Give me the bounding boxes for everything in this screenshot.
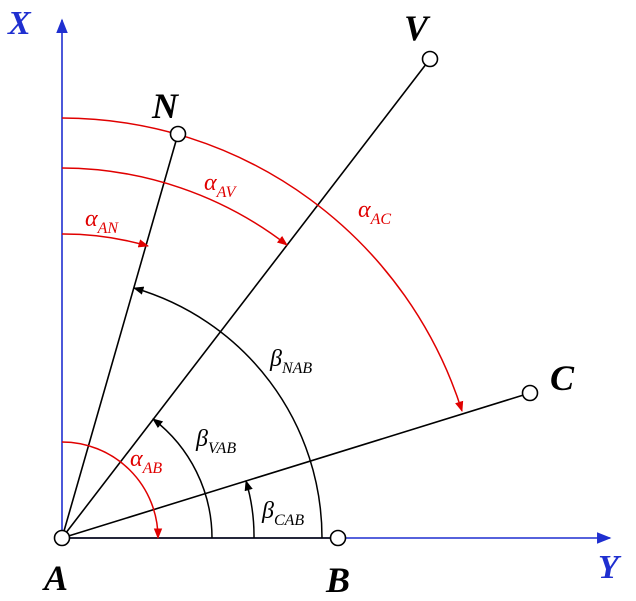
- ray-AN: [61, 133, 179, 539]
- ray-AC: [61, 392, 531, 539]
- label-alpha-AB: αAB: [130, 446, 162, 477]
- alpha-AC-subscript: AC: [370, 211, 392, 228]
- y-axis-label: Y: [598, 549, 622, 586]
- point-N-label: N: [151, 86, 180, 126]
- label-beta-VAB: βVAB: [195, 426, 236, 457]
- alpha-symbol: α: [85, 206, 98, 232]
- alpha-symbol: α: [130, 446, 143, 472]
- label-alpha-AV: αAV: [204, 170, 238, 201]
- point-V-marker: [421, 50, 439, 68]
- label-beta-CAB: βCAB: [261, 498, 304, 529]
- point-B-label: B: [325, 560, 350, 600]
- arc-beta-NAB: [132, 286, 323, 539]
- point-C-marker: [521, 384, 539, 402]
- alpha-AN-subscript: AN: [97, 220, 120, 237]
- arc-alpha-AV: [61, 167, 288, 246]
- beta-VAB-subscript: VAB: [208, 440, 236, 457]
- arc-alpha-AC: [61, 117, 464, 413]
- label-beta-NAB: βNAB: [269, 346, 312, 377]
- arc-alpha-AN: [61, 233, 150, 248]
- arc-alpha-AB: [61, 441, 163, 540]
- point-N-marker: [169, 125, 187, 143]
- alpha-AB-subscript: AB: [142, 460, 163, 477]
- point-C-label: C: [550, 358, 575, 398]
- beta-NAB-subscript: NAB: [281, 360, 312, 377]
- alpha-symbol: α: [358, 197, 371, 223]
- point-B-marker: [329, 529, 347, 547]
- point-A-marker: [53, 529, 71, 547]
- alpha-AV-subscript: AV: [216, 184, 238, 201]
- arc-beta-VAB: [152, 418, 213, 539]
- point-V-label: V: [404, 8, 431, 48]
- point-A-label: A: [42, 558, 68, 598]
- beta-symbol: β: [261, 498, 274, 524]
- arc-beta-CAB: [244, 479, 255, 539]
- x-axis-label: X: [7, 5, 32, 42]
- alpha-symbol: α: [204, 170, 217, 196]
- ray-AV: [61, 58, 431, 539]
- label-alpha-AC: αAC: [358, 197, 391, 228]
- label-alpha-AN: αAN: [85, 206, 119, 237]
- beta-CAB-subscript: CAB: [274, 512, 304, 529]
- beta-symbol: β: [195, 426, 208, 452]
- beta-symbol: β: [269, 346, 282, 372]
